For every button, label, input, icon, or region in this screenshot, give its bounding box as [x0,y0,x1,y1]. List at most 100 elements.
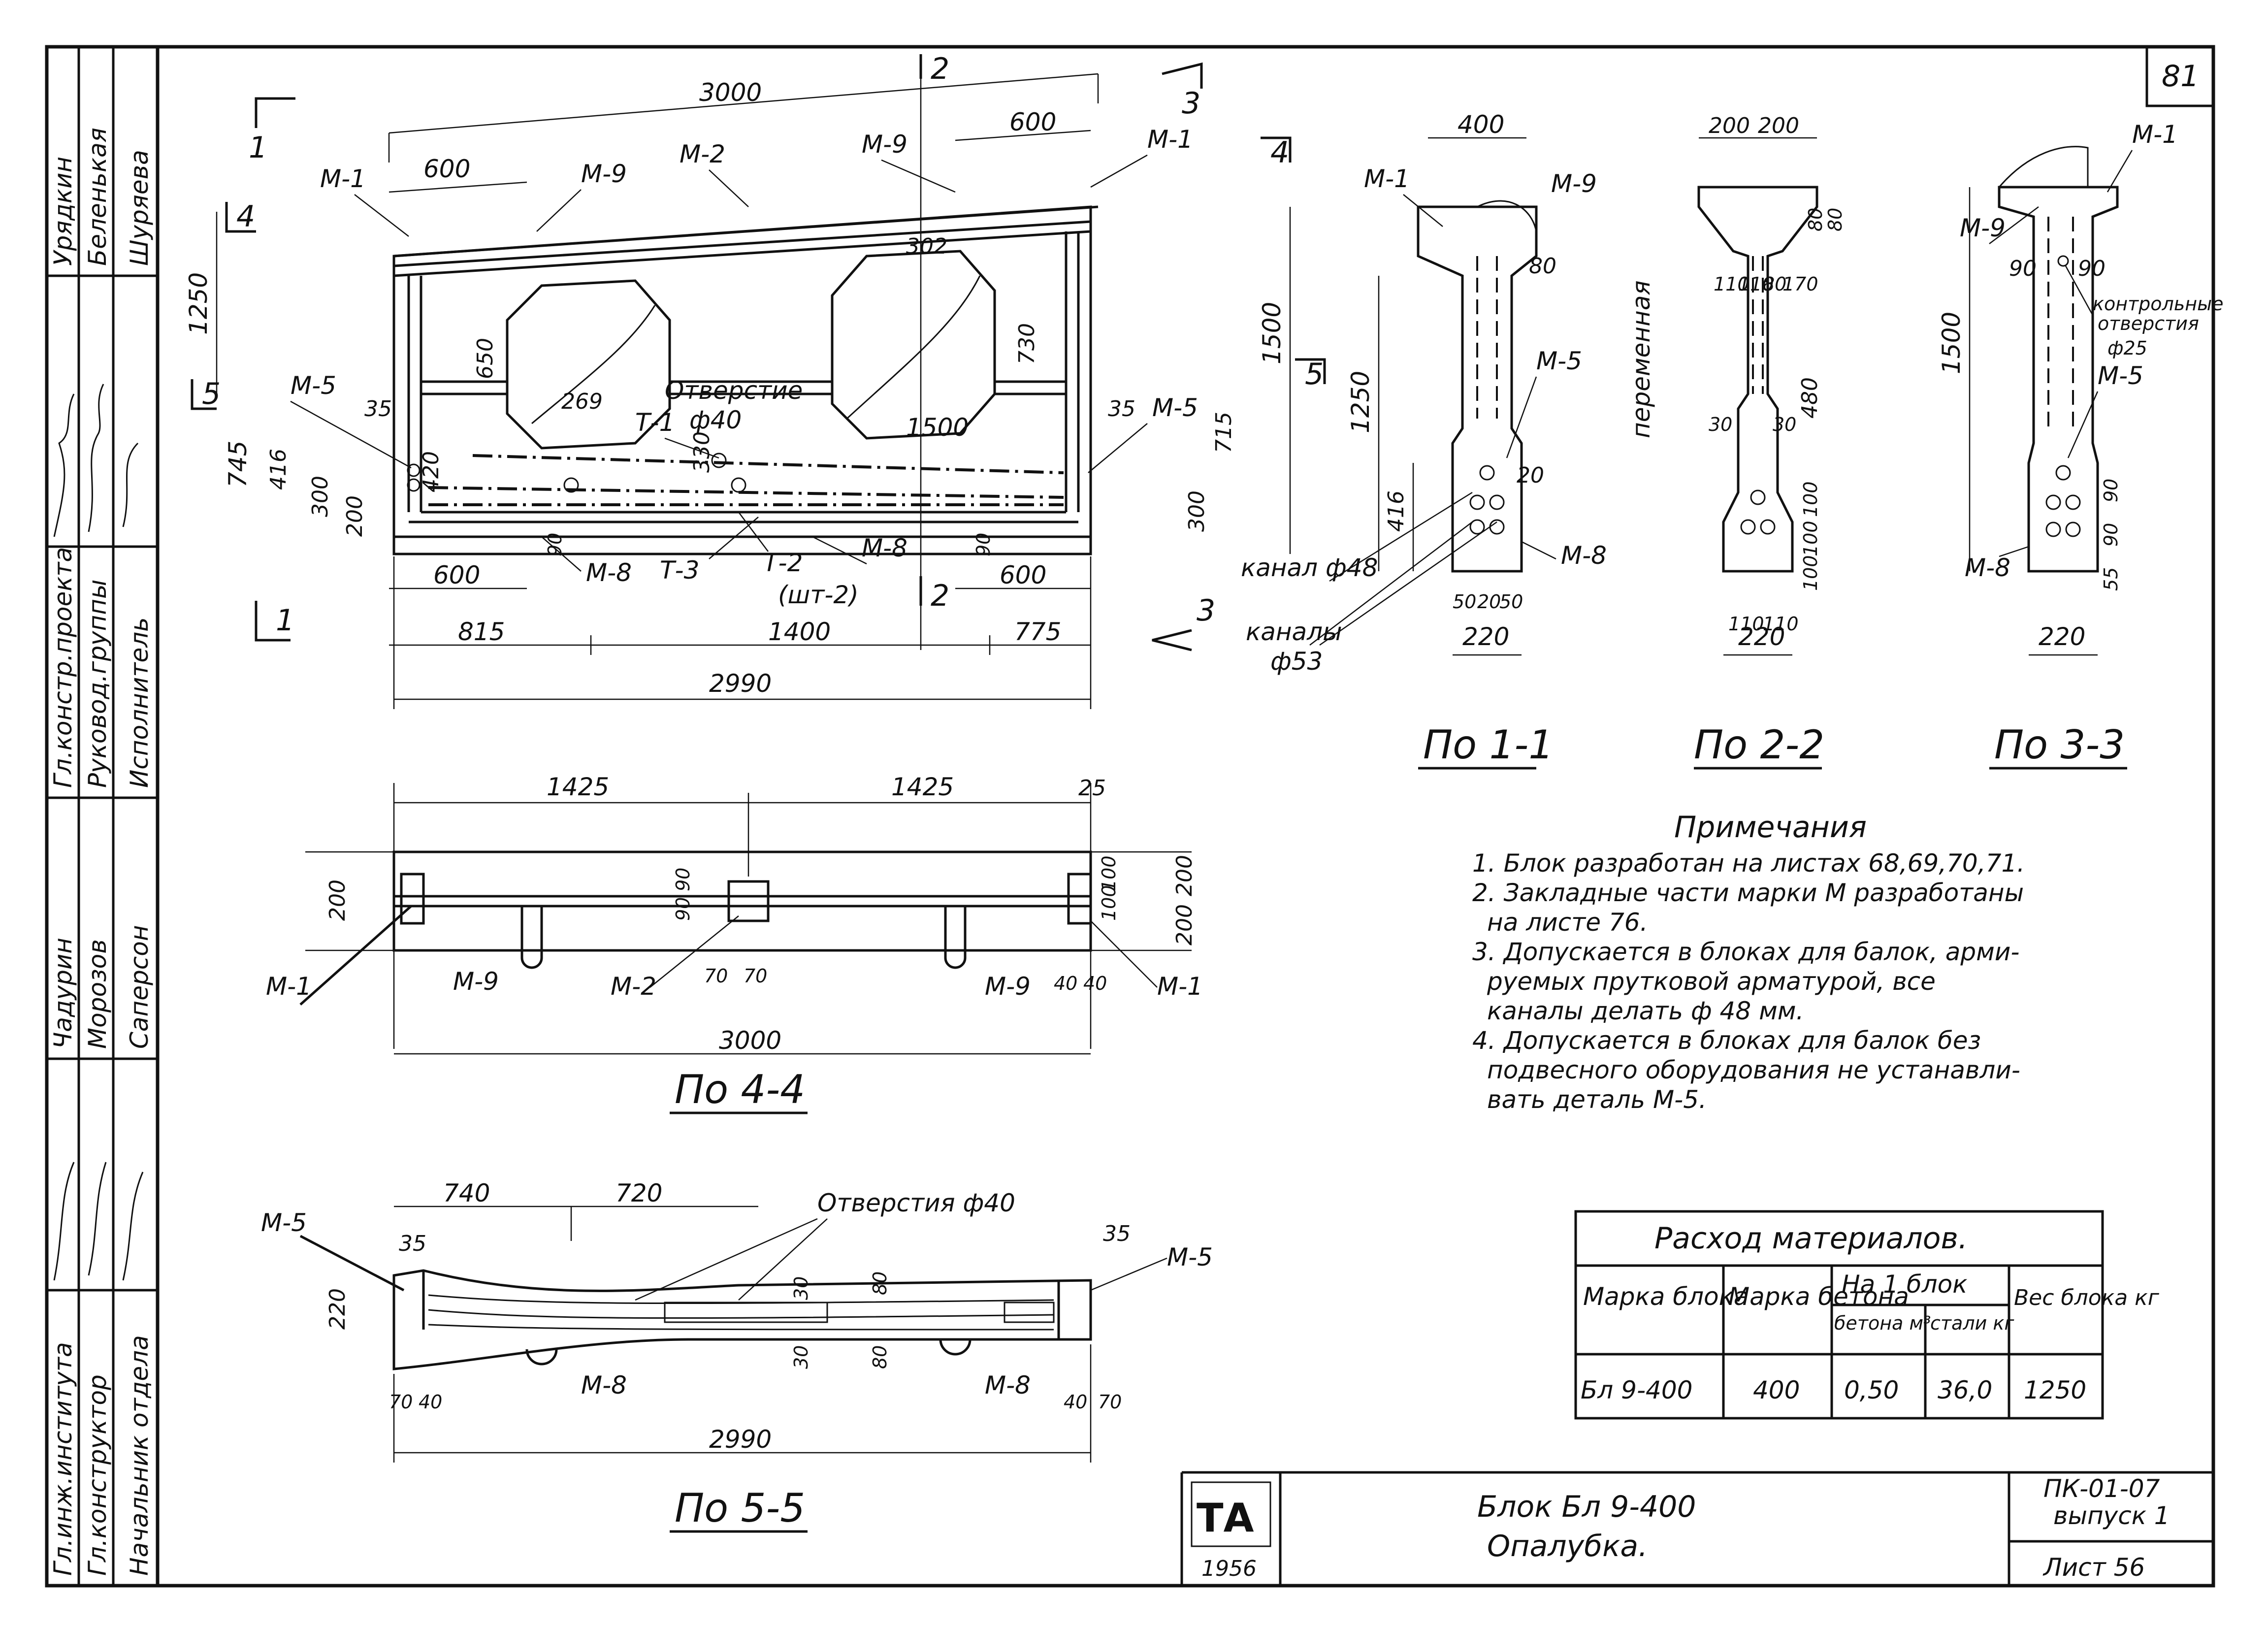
svg-text:М-9: М-9 [862,130,907,159]
svg-text:720: 720 [616,1179,662,1207]
svg-text:ф40: ф40 [689,406,742,434]
svg-text:1500: 1500 [906,413,969,442]
svg-text:200: 200 [325,879,350,921]
svg-text:416: 416 [1384,490,1409,532]
materials-table: Расход материалов. Марка блока Марка бет… [1574,1210,2160,1420]
svg-text:100: 100 [1800,521,1821,556]
svg-text:на листе 76.: на листе 76. [1487,908,1648,937]
svg-text:4: 4 [236,199,255,234]
svg-text:730: 730 [1014,323,1039,364]
svg-text:80: 80 [1824,208,1846,231]
svg-text:70: 70 [744,965,767,987]
svg-text:600: 600 [433,561,480,589]
svg-text:М-1: М-1 [1157,972,1203,1001]
svg-text:740: 740 [443,1179,490,1207]
svg-text:80: 80 [1763,273,1786,295]
svg-text:200: 200 [1172,904,1197,945]
svg-text:30: 30 [1709,414,1732,435]
svg-text:1500: 1500 [1258,302,1286,364]
section-2-2: 200 200 80 80 110 110 80 170 30 30 480 1… [1627,113,1846,770]
svg-text:руемых прутковой арматурой, вс: руемых прутковой арматурой, все [1487,967,1936,996]
svg-text:М-8: М-8 [985,1371,1031,1400]
svg-text:М-9: М-9 [1960,214,2006,242]
svg-text:1500: 1500 [1937,312,1966,374]
svg-text:400: 400 [1458,110,1504,139]
svg-text:М-5: М-5 [261,1208,307,1237]
svg-text:20: 20 [1477,591,1501,613]
svg-text:35: 35 [364,396,392,422]
svg-text:По 2-2: По 2-2 [1694,722,1824,768]
svg-text:М-1: М-1 [320,164,366,193]
svg-text:2990: 2990 [709,1425,772,1454]
svg-text:600: 600 [1000,561,1046,589]
svg-text:М-5: М-5 [291,371,336,400]
svg-text:269: 269 [561,389,603,414]
svg-text:600: 600 [1009,108,1056,136]
svg-text:2: 2 [931,52,949,86]
svg-text:Вес блока кг: Вес блока кг [2014,1285,2160,1310]
svg-text:На 1 блок: На 1 блок [1842,1270,1967,1299]
svg-text:200: 200 [1758,113,1799,138]
svg-text:1. Блок разработан на листах 6: 1. Блок разработан на листах 68,69,70,71… [1472,849,2025,878]
svg-text:220: 220 [1738,622,1785,651]
svg-text:Бл 9-400: Бл 9-400 [1581,1376,1692,1404]
notes-title: Примечания [1674,810,1867,845]
svg-text:М-8: М-8 [1561,541,1607,570]
svg-text:выпуск 1: выпуск 1 [2053,1501,2170,1530]
svg-text:110: 110 [1728,613,1764,635]
svg-text:40: 40 [1054,973,1077,994]
svg-text:Руковод.группы: Руковод.группы [83,579,112,788]
svg-text:5: 5 [202,377,221,411]
svg-text:М-1: М-1 [266,972,312,1001]
svg-text:3000: 3000 [719,1026,781,1055]
svg-text:Гл.инж.института: Гл.инж.института [49,1342,77,1576]
svg-text:отверстия: отверстия [2098,313,2199,334]
svg-text:М-8: М-8 [581,1371,627,1400]
svg-text:1956: 1956 [1201,1556,1257,1581]
svg-text:Отверстие: Отверстие [665,376,803,405]
svg-text:40: 40 [1083,973,1107,994]
svg-text:М-5: М-5 [1167,1243,1213,1271]
svg-text:Марка блока: Марка блока [1583,1282,1749,1311]
svg-text:110: 110 [1738,273,1774,295]
svg-text:Опалубка.: Опалубка. [1487,1529,1648,1563]
svg-text:М-5: М-5 [2098,361,2143,390]
svg-text:каналы делать ф 48 мм.: каналы делать ф 48 мм. [1487,997,1804,1025]
svg-text:35: 35 [1103,1221,1131,1246]
svg-text:170: 170 [1782,273,1818,295]
svg-text:70: 70 [704,965,728,987]
svg-text:М-5: М-5 [1536,347,1582,375]
svg-text:40: 40 [419,1391,442,1413]
svg-text:1250: 1250 [2024,1376,2086,1404]
svg-text:220: 220 [2039,622,2085,651]
svg-text:80: 80 [869,1345,891,1369]
svg-text:По 1-1: По 1-1 [1423,722,1554,768]
svg-text:35: 35 [399,1231,426,1256]
svg-text:М-2: М-2 [680,140,725,168]
svg-text:55: 55 [2100,567,2122,591]
svg-text:М-8: М-8 [1965,554,2010,582]
svg-text:Т-3: Т-3 [660,556,699,585]
svg-text:Морозов: Морозов [83,939,112,1049]
svg-text:4: 4 [1270,135,1289,170]
svg-text:вать деталь М-5.: вать деталь М-5. [1487,1085,1707,1114]
svg-text:2. Закладные части марки М раз: 2. Закладные части марки М разработаны [1472,879,2024,907]
svg-text:35: 35 [1108,396,1135,422]
stamp-logo: ТА [1197,1495,1254,1541]
svg-text:416: 416 [266,449,291,490]
svg-text:100: 100 [1800,481,1821,517]
svg-text:2990: 2990 [709,669,772,698]
svg-text:5: 5 [1305,357,1324,391]
svg-text:600: 600 [423,155,470,183]
svg-text:Чадурин: Чадурин [49,938,77,1049]
svg-text:М-9: М-9 [581,160,627,188]
svg-text:90: 90 [2100,523,2122,547]
svg-text:3. Допускается в блоках для ба: 3. Допускается в блоках для балок, арми- [1472,938,2019,966]
svg-text:3: 3 [1197,593,1215,628]
svg-text:480: 480 [1797,377,1822,419]
svg-text:стали кг: стали кг [1930,1312,2014,1334]
svg-text:70: 70 [1098,1391,1122,1413]
svg-text:90: 90 [2009,256,2037,281]
notes: Примечания 1. Блок разработан на листах … [1472,810,2025,1114]
